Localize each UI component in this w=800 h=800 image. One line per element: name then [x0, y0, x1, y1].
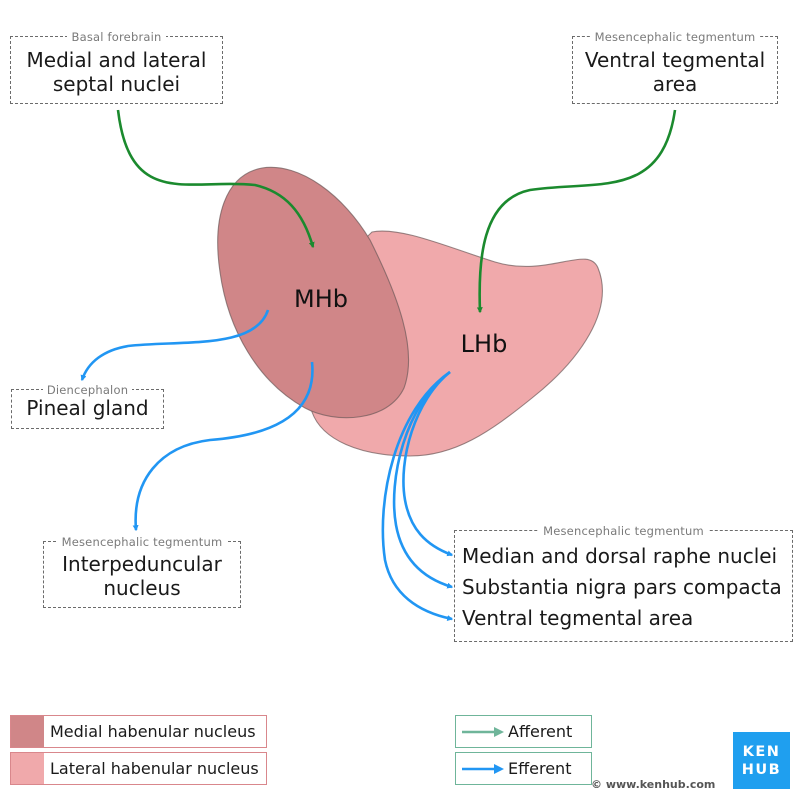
- legend-afferent-label: Afferent: [508, 722, 573, 741]
- efferent-arrow-mhb-to-pineal: [80, 309, 270, 382]
- pineal-region-label: Diencephalon: [42, 383, 133, 397]
- efferent-arrow-lhb-to-raphe: [402, 370, 454, 557]
- legend-efferent-label: Efferent: [508, 759, 572, 778]
- efferent-arrow-icon: [462, 763, 504, 774]
- legend-lateral-label: Lateral habenular nucleus: [50, 759, 259, 778]
- legend-afferent: Afferent: [455, 715, 592, 748]
- vta-source-title: Ventral tegmental area: [584, 48, 766, 96]
- midbrain-targets-region-label: Mesencephalic tegmentum: [539, 524, 708, 538]
- efferent-arrow-lhb-to-substantia-nigra: [392, 370, 454, 589]
- copyright-text: © www.kenhub.com: [591, 778, 716, 791]
- interpeduncular-region-label: Mesencephalic tegmentum: [57, 535, 227, 549]
- vta-source-region-label: Mesencephalic tegmentum: [590, 30, 760, 44]
- afferent-arrow-septal-to-mhb: [116, 109, 315, 249]
- interpeduncular-nucleus-title: Interpeduncular nucleus: [62, 552, 222, 600]
- mhb-label: MHb: [294, 285, 348, 313]
- midbrain-target-list: Median and dorsal raphe nuclei Substanti…: [455, 531, 792, 634]
- lhb-label: LHb: [461, 330, 508, 358]
- medial-habenular-nucleus-shape: [217, 166, 410, 419]
- legend-medial-nucleus: Medial habenular nucleus: [10, 715, 267, 748]
- legend-efferent: Efferent: [455, 752, 592, 785]
- septal-nuclei-box: Basal forebrain Medial and lateral septa…: [10, 30, 223, 104]
- logo-line-1: KEN: [742, 743, 781, 760]
- pineal-gland-title: Pineal gland: [26, 396, 149, 420]
- efferent-arrow-mhb-to-interpeduncular: [132, 361, 314, 532]
- septal-region-label: Basal forebrain: [67, 30, 166, 44]
- legend-medial-label: Medial habenular nucleus: [50, 722, 256, 741]
- kenhub-logo: KEN HUB: [733, 732, 790, 789]
- target-substantia-nigra: Substantia nigra pars compacta: [462, 575, 782, 599]
- afferent-arrow-icon: [462, 726, 504, 737]
- efferent-arrow-lhb-to-vta: [381, 370, 454, 621]
- midbrain-targets-box: Mesencephalic tegmentum Median and dorsa…: [454, 524, 793, 642]
- interpeduncular-nucleus-box: Mesencephalic tegmentum Interpeduncular …: [43, 535, 241, 608]
- target-raphe-nuclei: Median and dorsal raphe nuclei: [462, 544, 778, 568]
- legend-lateral-nucleus: Lateral habenular nucleus: [10, 752, 267, 785]
- afferent-arrow-vta-to-lhb: [476, 109, 677, 314]
- legend-lateral-swatch: [11, 753, 44, 784]
- logo-line-2: HUB: [741, 761, 782, 778]
- ventral-tegmental-area-source-box: Mesencephalic tegmentum Ventral tegmenta…: [572, 30, 778, 104]
- target-ventral-tegmental-area: Ventral tegmental area: [462, 606, 694, 630]
- pineal-gland-box: Diencephalon Pineal gland: [11, 383, 164, 429]
- legend-medial-swatch: [11, 716, 44, 747]
- septal-nuclei-title: Medial and lateral septal nuclei: [26, 48, 207, 96]
